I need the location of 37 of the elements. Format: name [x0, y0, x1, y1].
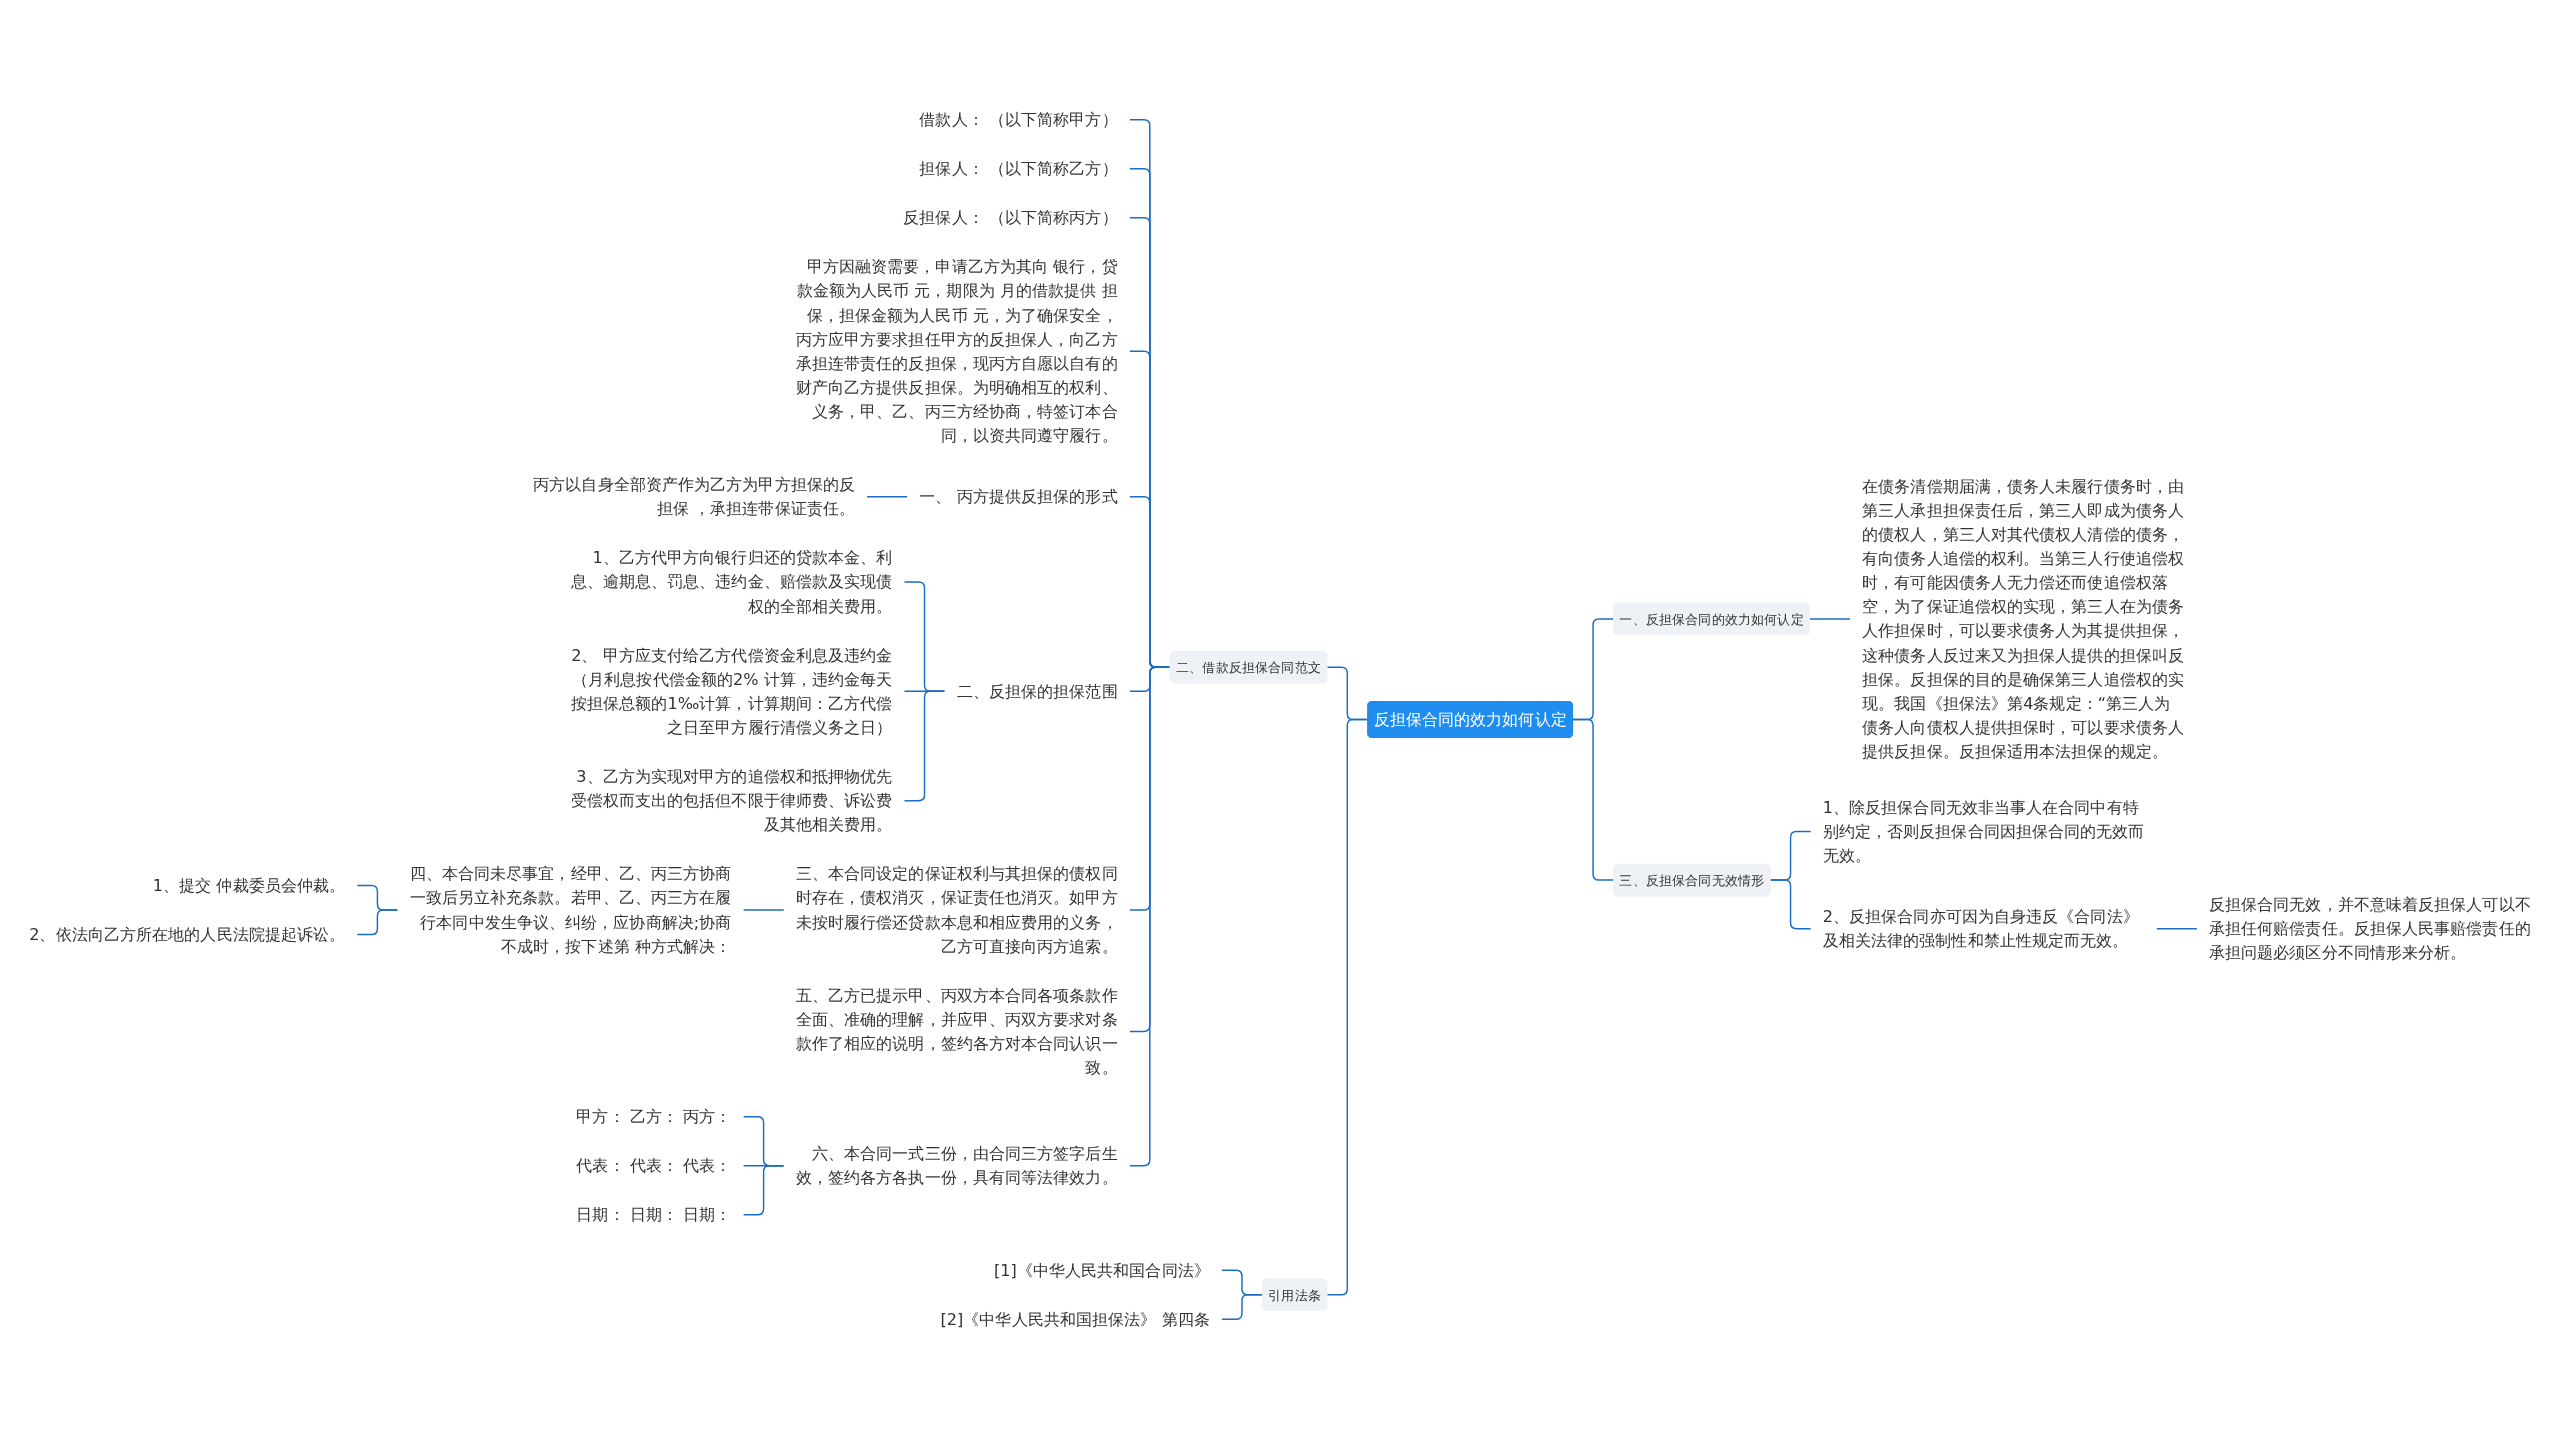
- node-text: 五、乙方已提示甲、丙双方本合同各项条款作全面、准确的理解，并应甲、丙双方要求对条款作了相应的说明，签约各方对本合同认识一致。: [795, 986, 1118, 1077]
- node-text: 三、本合同设定的保证权利与其担保的债权同时存在，债权消灭，保证责任也消灭。如甲方未按时履行偿还贷款本息和相应费用的义务，乙方可直接向丙方追索。: [795, 864, 1118, 956]
- node-text: 代表： 代表： 代表：: [576, 1156, 732, 1175]
- node-text: 丙方以自身全部资产作为乙方为甲方担保的反担保 ，承担连带保证责任。: [533, 475, 856, 518]
- node-text: 日期： 日期： 日期：: [576, 1205, 732, 1224]
- connector: [742, 1164, 785, 1216]
- node-text: 2、反担保合同亦可因为自身违反《合同法》及相关法律的强制性和禁止性规定而无效。: [1822, 907, 2139, 950]
- node-text: 六、本合同一式三份，由合同三方签字后生效，签约各方各执一份，具有同等法律效力。: [795, 1144, 1118, 1187]
- connector: [1571, 718, 1615, 881]
- node-text: 2、依法向乙方所在地的人民法院提起诉讼。: [29, 925, 346, 944]
- node-text: 甲方： 乙方： 丙方：: [576, 1107, 732, 1126]
- node-text: [1]《中华人民共和国合同法》: [993, 1261, 1210, 1280]
- node-text: 四、本合同未尽事宜，经甲、乙、丙三方协商一致后另立补充条款。若甲、乙、丙三方在履行本同中发生争议、纠纷，应协商解决;协商不成时，按下述第 种方式解决：: [409, 864, 732, 956]
- node-text: 一、 丙方提供反担保的形式: [919, 487, 1118, 506]
- node-text: 二、反担保的担保范围: [956, 682, 1118, 701]
- node-text: [2]《中华人民共和国担保法》 第四条: [940, 1310, 1210, 1329]
- node-text: 反担保人： （以下简称丙方）: [903, 208, 1118, 227]
- node-text: 2、 甲方应支付给乙方代偿资金利息及违约金（月利息按代偿金额的2% 计算，违约金每天按担保总额的1‰计算，计算期间：乙方代偿之日至甲方履行清偿义务之日）: [570, 645, 893, 737]
- connector: [2155, 927, 2198, 930]
- node-text: 甲方因融资需要，申请乙方为其向 银行，贷款金额为人民币 元，期限为 月的借款提供 担保，担保金额为人民币 元，为了确保安全，丙方应甲方要求担任甲方的反担保人，向乙方承担连带责任的反担保，现丙方自愿以自有的财产向乙方提供反担保。为明确相互的权利、义务，甲、乙、丙三方经协商，特签订本合同，以资共同遵守履行。: [795, 257, 1118, 445]
- node-text: 在债务清偿期届满，债务人未履行债务时，由第三人承担担保责任后，第三人即成为债务人的债权人，第三人对其代债权人清偿的债务，有向债务人追偿的权利。当第三人行使追偿权时，有可能因债务人无力偿还而使追偿权落空，为了保证追偿权的实现，第三人在为债务人作担保时，可以要求债务人为其提供担保，这种债务人反过来又为担保人提供的担保叫反担保。反担保的目的是确保第三人追偿权的实现。我国《担保法》第4条规定：“第三人为债务人向债权人提供担保时，可以要求债务人提供反担保。反担保适用本法担保的规定。: [1862, 477, 2185, 761]
- connector: [1128, 666, 1171, 1167]
- connector: [866, 496, 909, 498]
- connector: [1326, 718, 1369, 1296]
- node-text: 1、乙方代甲方向银行归还的贷款本金、利息、逾期息、罚息、违约金、赔偿款及实现债权的全部相关费用。: [570, 548, 893, 616]
- node-text: 1、除反担保合同无效非当事人在合同中有特别约定，否则反担保合同因担保合同的无效而无效。: [1822, 798, 2145, 865]
- node-text: 3、乙方为实现对甲方的追偿权和抵押物优先受偿权而支出的包括但不限于律师费、诉讼费及其他相关费用。: [570, 767, 893, 834]
- connector: [1220, 1294, 1264, 1320]
- node-text: 借款人： （以下简称甲方）: [919, 110, 1118, 129]
- node-text: 担保人： （以下简称乙方）: [919, 159, 1118, 178]
- node-text: 1、提交 仲裁委员会仲裁。: [152, 876, 346, 895]
- connector: [1808, 618, 1852, 620]
- connector: [903, 690, 946, 802]
- connector: [356, 909, 399, 936]
- connector: [742, 909, 785, 911]
- connector: [1769, 879, 1812, 930]
- node-text: 反担保合同无效，并不意味着反担保人可以不承担任何赔偿责任。反担保人民事赔偿责任的承担问题必须区分不同情形来分析。: [2208, 895, 2531, 962]
